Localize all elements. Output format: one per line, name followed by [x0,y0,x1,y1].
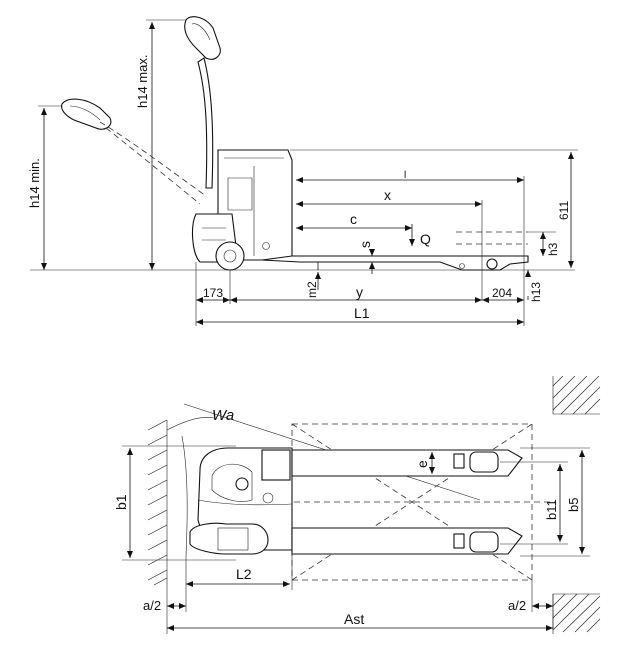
dim-s-label: s [357,241,373,248]
handle-lowered [61,98,207,205]
dim-c-label: c [350,211,357,227]
h14-max-label: h14 max. [135,55,150,108]
dim-y-label: y [356,284,363,300]
wa-arc-side [181,435,188,557]
top-view: Wa e b1 [113,375,601,634]
wa-label: Wa [212,407,234,424]
dim-b1-label: b1 [113,494,129,510]
dim-b5-label: b5 [566,498,581,512]
dim-x-label: x [384,187,391,203]
dim-L1-label: L1 [354,305,370,321]
dim-ast-label: Ast [344,611,364,627]
h14-min-label: h14 min. [27,158,42,208]
forks-top [291,449,523,555]
dim-e-label: e [414,460,430,468]
right-wall-top-hatch [552,375,601,415]
dim-611-label: 611 [557,201,571,220]
dim-a2-left-label: a/2 [143,598,161,613]
right-wall-bottom-hatch [552,593,601,633]
dim-l-label: l [404,170,406,181]
handle-raised [184,16,221,189]
wa-arc-top [166,417,215,431]
dim-h13-label: h13 [529,282,543,302]
dim-m2-label: m2 [305,281,319,298]
dim-L2-label: L2 [236,566,252,582]
dim-173-label: 173 [203,286,223,300]
pallet-diagonal-2 [291,423,533,581]
dim-a2-right-label: a/2 [508,598,526,613]
truck-body-top [189,447,293,555]
load-q-label: Q [420,231,431,247]
truck-body-side [191,149,529,271]
dim-h3-label: h3 [546,242,560,256]
side-view: h14 max. h14 min. [27,16,578,326]
dim-b11-label: b11 [544,499,559,520]
dim-204-label: 204 [492,286,512,300]
